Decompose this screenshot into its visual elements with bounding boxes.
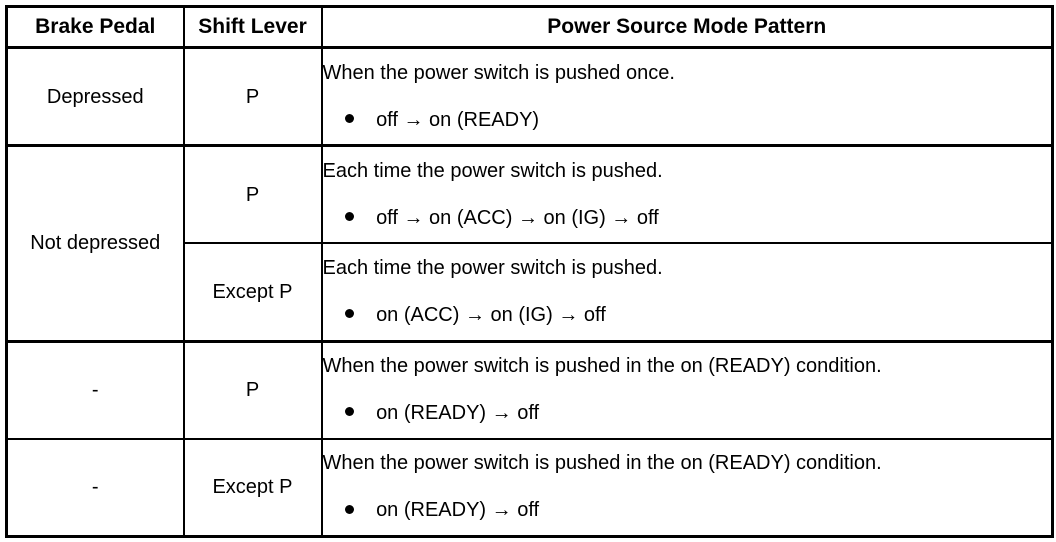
filled-circle-bullet-icon [344,113,354,123]
cell-brake-pedal: - [5,437,185,538]
mode-pattern-bullet-item: off → on (ACC) → on (IG) → off [323,206,1052,231]
column-header-brake-pedal: Brake Pedal [5,5,185,49]
mode-pattern-bullet-item: on (ACC) → on (IG) → off [323,303,1052,328]
cell-brake-pedal: Depressed [5,46,185,147]
filled-circle-bullet-icon [344,309,354,319]
filled-circle-bullet-icon [344,407,354,417]
mode-pattern-bullet-text: on (READY) → off [376,499,540,522]
filled-circle-bullet-icon [344,504,354,514]
mode-pattern-title: When the power switch is pushed in the o… [322,452,882,475]
cell-shift-lever: Except P [182,242,323,343]
table-header-row: Brake Pedal Shift Lever Power Source Mod… [5,5,1054,49]
mode-pattern-title: Each time the power switch is pushed. [322,257,663,280]
cell-brake-pedal: Not depressed [5,144,185,343]
cell-power-source-mode-pattern: Each time the power switch is pushed. of… [320,144,1054,245]
mode-pattern-bullet-item: off → on (READY) [323,108,1052,133]
power-source-mode-table: Brake Pedal Shift Lever Power Source Mod… [5,5,1054,538]
table-row: - Except P When the power switch is push… [5,437,1054,538]
cell-power-source-mode-pattern: When the power switch is pushed in the o… [320,339,1054,440]
mode-pattern-bullet-text: off → on (ACC) → on (IG) → off [376,206,659,229]
column-header-shift-lever: Shift Lever [182,5,323,49]
cell-shift-lever: P [182,46,323,147]
mode-pattern-bullet-item: on (READY) → off [323,401,1052,426]
cell-shift-lever: P [182,339,323,440]
table-row: - P When the power switch is pushed in t… [5,339,1054,440]
mode-pattern-bullet-text: on (ACC) → on (IG) → off [376,304,606,327]
mode-pattern-bullet-text: on (READY) → off [376,402,540,425]
mode-pattern-bullet-text: off → on (READY) [376,108,540,131]
mode-pattern-bullet-item: on (READY) → off [323,498,1052,523]
cell-brake-pedal: - [5,339,185,440]
table-row: Depressed P When the power switch is pus… [5,46,1054,147]
mode-pattern-title: Each time the power switch is pushed. [322,159,663,182]
cell-shift-lever: P [182,144,323,245]
column-header-power-source-mode-pattern: Power Source Mode Pattern [320,5,1054,49]
table-row: Not depressed P Each time the power swit… [5,144,1054,343]
cell-power-source-mode-pattern: Each time the power switch is pushed. on… [320,242,1054,343]
mode-pattern-title: When the power switch is pushed in the o… [322,355,882,378]
mode-pattern-title: When the power switch is pushed once. [322,61,675,84]
filled-circle-bullet-icon [344,212,354,222]
cell-power-source-mode-pattern: When the power switch is pushed in the o… [320,437,1054,538]
table-row: Except P Each time the power switch is p… [7,242,1054,343]
cell-power-source-mode-pattern: When the power switch is pushed once. of… [320,46,1054,147]
cell-shift-lever: Except P [182,437,323,538]
